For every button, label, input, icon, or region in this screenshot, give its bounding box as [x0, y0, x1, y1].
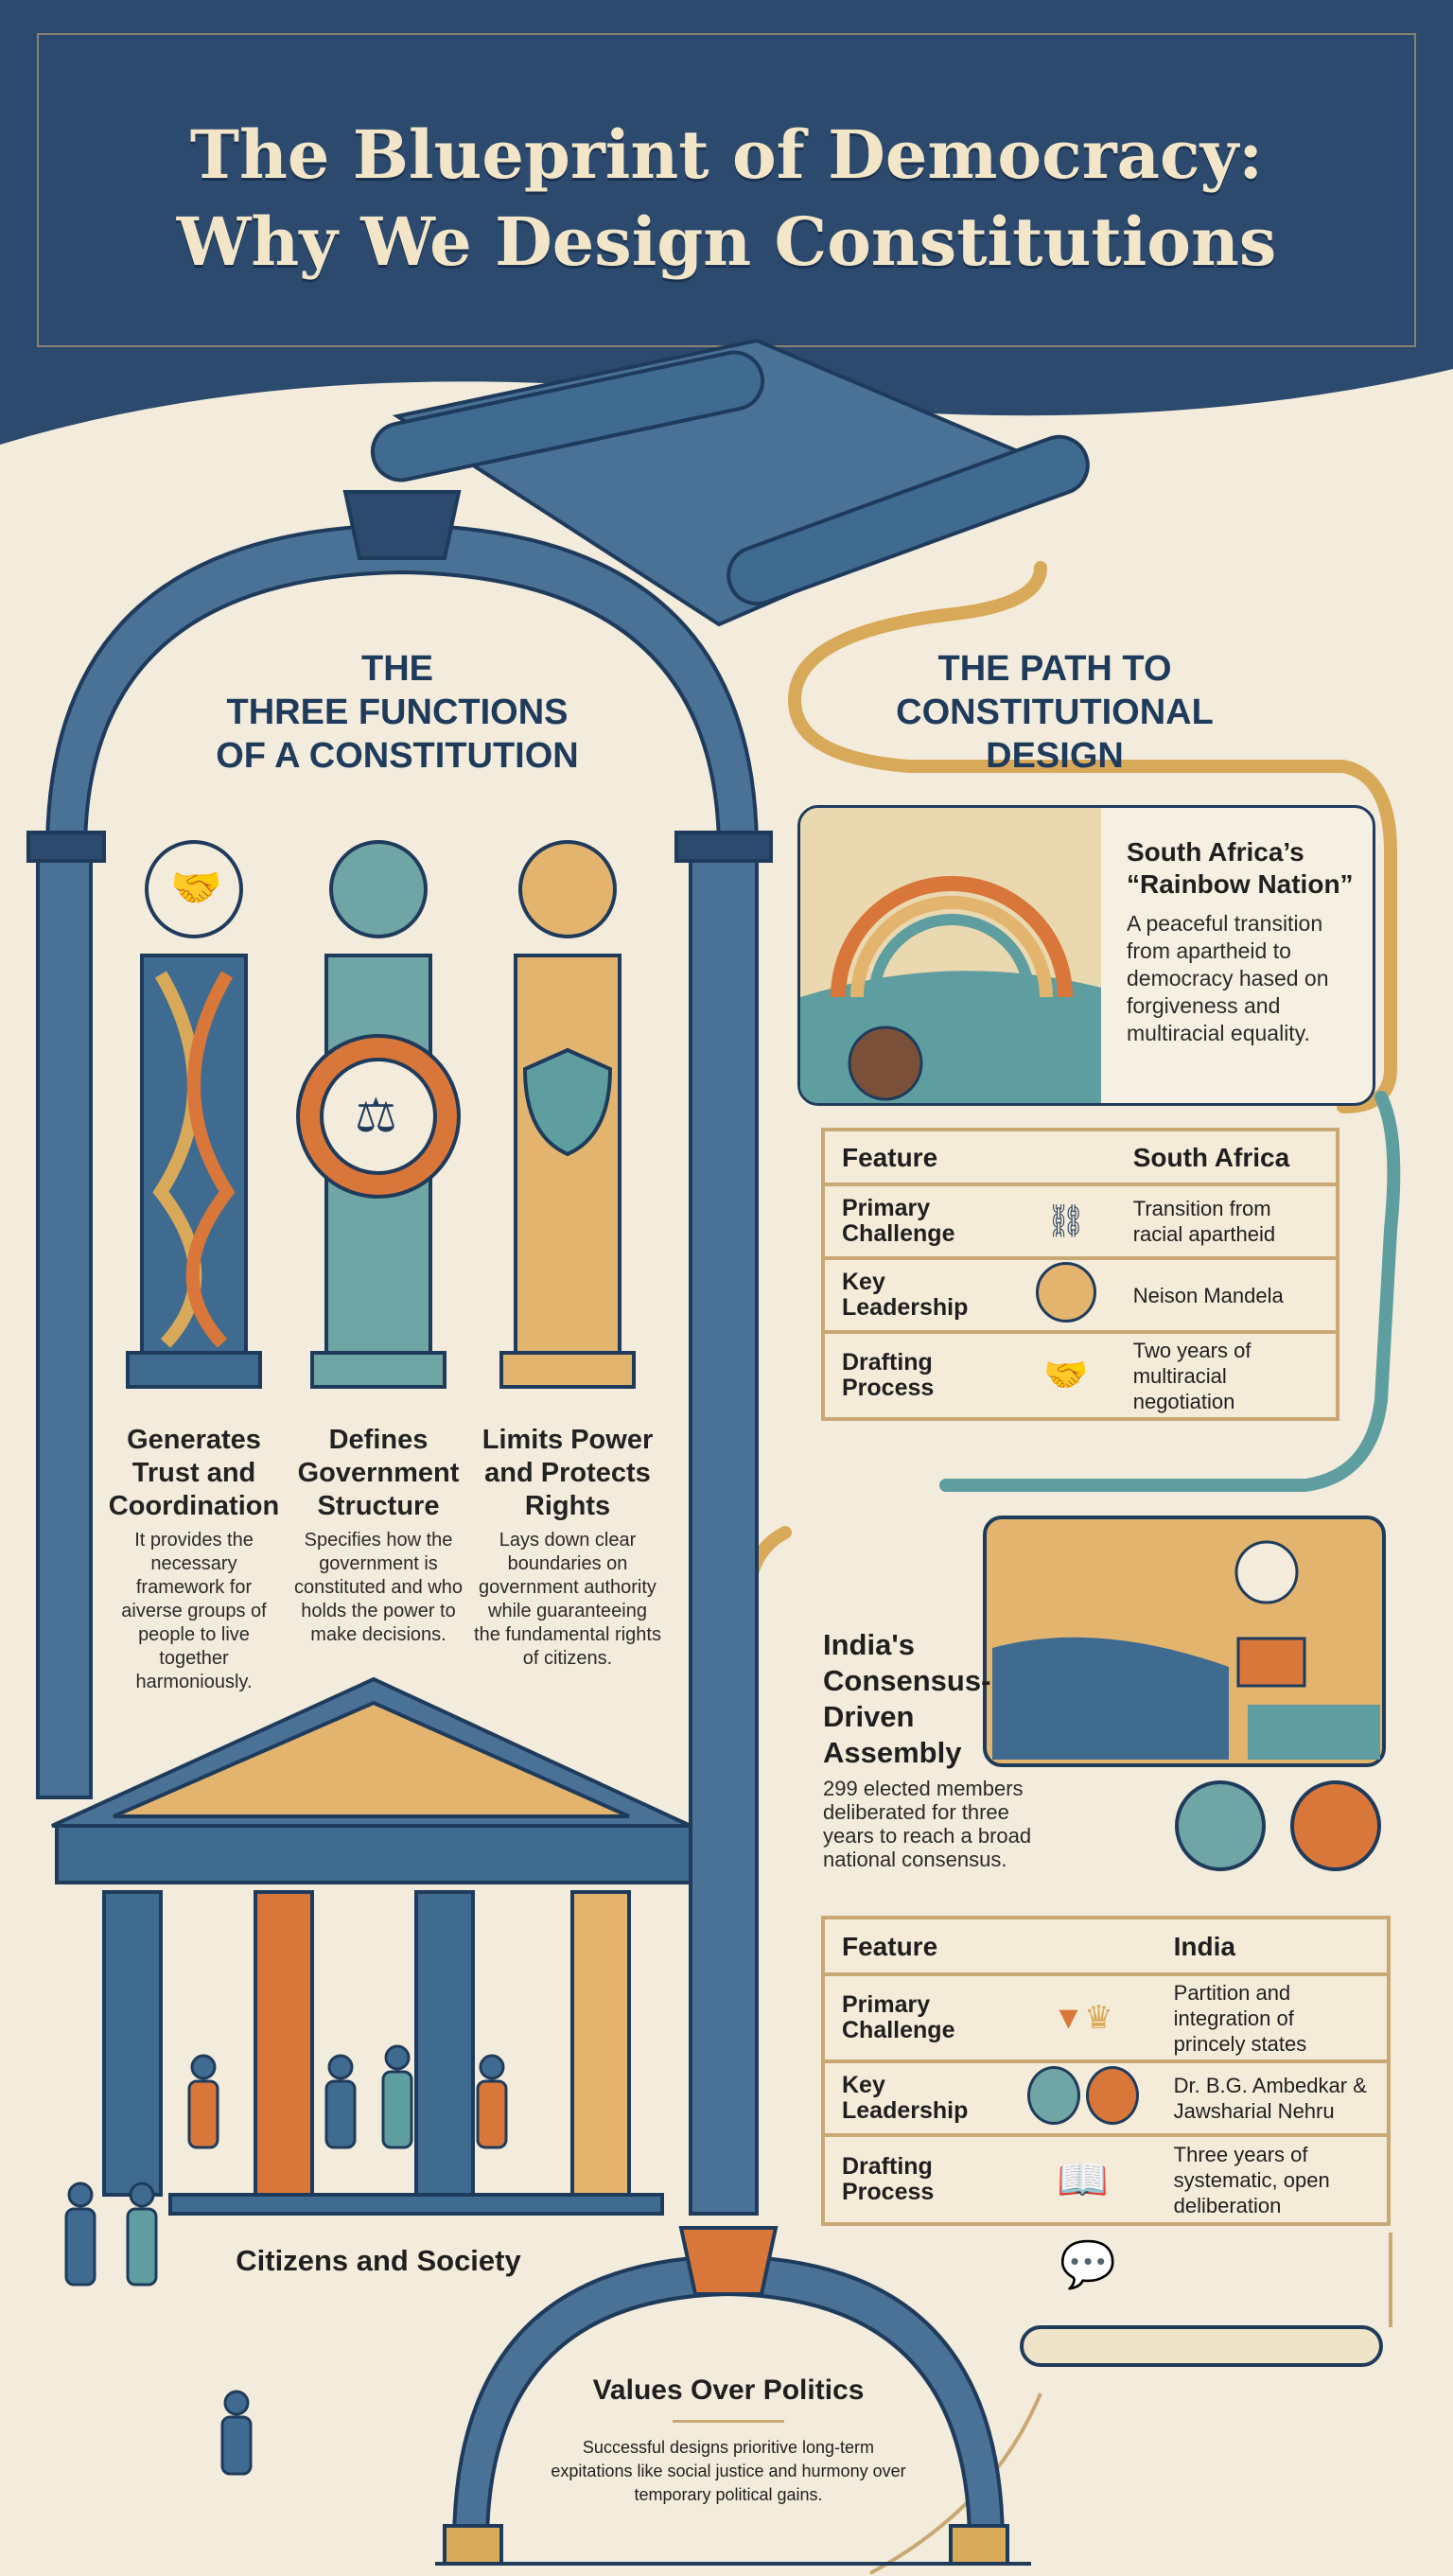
- broken-chain-icon: ⛓: [1015, 1183, 1116, 1258]
- row-value: Two years of multiracial negotiation: [1115, 1330, 1338, 1419]
- handshake-icon: 🤝: [170, 865, 222, 911]
- path-heading: THE PATH TO CONSTITUTIONAL DESIGN: [832, 647, 1277, 778]
- path-heading-line-1: THE PATH TO: [937, 649, 1172, 689]
- discussion-icon: 💬: [1059, 2240, 1116, 2290]
- function-trust: Generates Trust and Coordination It prov…: [104, 1424, 284, 1694]
- title-line-2: Why We Design Constitutions: [176, 202, 1277, 281]
- rainbow-nation-illustration: [800, 808, 1101, 1103]
- header-country: India: [1173, 1931, 1235, 1961]
- table-row: Primary Challenge ⛓ Transition from raci…: [823, 1183, 1338, 1258]
- parchment-scroll: [1020, 2325, 1383, 2367]
- function-title: Limits Power and Protects Rights: [481, 1425, 654, 1521]
- handshake-people-icon: 🤝: [1015, 1330, 1116, 1419]
- india-assembly-illustration: [983, 1516, 1386, 1767]
- function-description: Specifies how the government is constitu…: [294, 1530, 463, 1645]
- pillars: [126, 840, 636, 1389]
- header-feature: Feature: [842, 1142, 938, 1172]
- table-row: Key Leadership Neison Mandela: [823, 1256, 1338, 1332]
- values-section: Values Over Politics Successful designs …: [539, 2374, 918, 2507]
- left-arch: [26, 490, 773, 2216]
- values-description: Successful designs prioritive long-term …: [551, 2438, 906, 2504]
- south-africa-title-2: “Rainbow Nation”: [1127, 869, 1354, 899]
- functions-heading-line-2: THREE FUNCTIONS: [226, 692, 569, 732]
- function-title: Generates Trust and Coordination: [108, 1425, 280, 1521]
- functions-heading: THE THREE FUNCTIONS OF A CONSTITUTION: [161, 647, 634, 778]
- south-africa-card: South Africa’s “Rainbow Nation” A peacef…: [797, 805, 1375, 1106]
- portraits-icon: [1008, 2059, 1157, 2135]
- south-africa-table: Feature South Africa Primary Challenge ⛓…: [821, 1128, 1339, 1421]
- row-value: Dr. B.G. Ambedkar & Jawsharial Nehru: [1156, 2059, 1389, 2135]
- header-feature: Feature: [842, 1931, 938, 1961]
- row-feature: Primary Challenge: [823, 1972, 1009, 2061]
- india-section: India's Consensus-Driven Assembly: [823, 1627, 991, 1771]
- south-africa-description: A peaceful transition from apartheid to …: [1127, 911, 1329, 1045]
- row-feature: Drafting Process: [823, 2133, 1009, 2224]
- south-africa-title-1: South Africa’s: [1127, 837, 1304, 867]
- table-row: Key Leadership Dr. B.G. Ambedkar & Jawsh…: [823, 2059, 1389, 2135]
- header-banner: [0, 0, 1453, 445]
- india-table: Feature India Primary Challenge ▼♛ Parti…: [821, 1916, 1391, 2226]
- header-country: South Africa: [1132, 1142, 1290, 1172]
- values-divider: [673, 2420, 784, 2423]
- portrait-icon: [1015, 1256, 1116, 1332]
- values-title: Values Over Politics: [592, 2374, 865, 2406]
- table-header-row: Feature India: [823, 1918, 1389, 1974]
- ambedkar-portrait: [1175, 1780, 1266, 1871]
- row-value: Transition from racial apartheid: [1115, 1183, 1338, 1258]
- row-feature: Primary Challenge: [823, 1183, 1016, 1258]
- blueprint-scroll: [370, 338, 1090, 627]
- path-connector: [787, 561, 1397, 1113]
- scales-icon: ⚖: [355, 1089, 397, 1142]
- nehru-portrait: [1290, 1780, 1381, 1871]
- india-map-crown-icon: ▼♛: [1008, 1972, 1157, 2061]
- functions-heading-line-3: OF A CONSTITUTION: [216, 736, 579, 776]
- table-row: Drafting Process 🤝 Two years of multirac…: [823, 1330, 1338, 1419]
- india-description: 299 elected members deliberated for thre…: [823, 1777, 1032, 1871]
- title-line-1: The Blueprint of Democracy:: [189, 115, 1264, 194]
- table-row: Primary Challenge ▼♛ Partition and integ…: [823, 1972, 1389, 2061]
- india-title: India's Consensus-Driven Assembly: [823, 1628, 991, 1769]
- function-rights: Limits Power and Protects Rights Lays do…: [473, 1424, 662, 1671]
- temple-building: [51, 1676, 692, 2216]
- function-description: Lays down clear boundaries on government…: [474, 1530, 661, 1669]
- row-feature: Key Leadership: [823, 1256, 1016, 1332]
- row-value: Three years of systematic, open delibera…: [1156, 2133, 1389, 2224]
- function-description: It provides the necessary framework for …: [121, 1530, 267, 1692]
- citizens-label: Citizens and Society: [236, 2244, 521, 2277]
- function-structure: Defines Government Structure Specifies h…: [289, 1424, 468, 1647]
- path-heading-line-2: CONSTITUTIONAL DESIGN: [896, 692, 1214, 776]
- bottom-arch: [435, 2226, 1031, 2566]
- functions-heading-line-1: THE: [361, 649, 433, 689]
- citizens-illustration: [64, 2044, 508, 2476]
- row-feature: Key Leadership: [823, 2059, 1009, 2135]
- table-header-row: Feature South Africa: [823, 1130, 1338, 1184]
- table-row: Drafting Process 📖 Three years of system…: [823, 2133, 1389, 2224]
- page-title: The Blueprint of Democracy: Why We Desig…: [0, 112, 1453, 286]
- row-value: Partition and integration of princely st…: [1156, 1972, 1389, 2061]
- row-feature: Drafting Process: [823, 1330, 1016, 1419]
- open-book-icon: 📖: [1008, 2133, 1157, 2224]
- row-value: Neison Mandela: [1115, 1256, 1338, 1332]
- function-title: Defines Government Structure: [297, 1425, 460, 1521]
